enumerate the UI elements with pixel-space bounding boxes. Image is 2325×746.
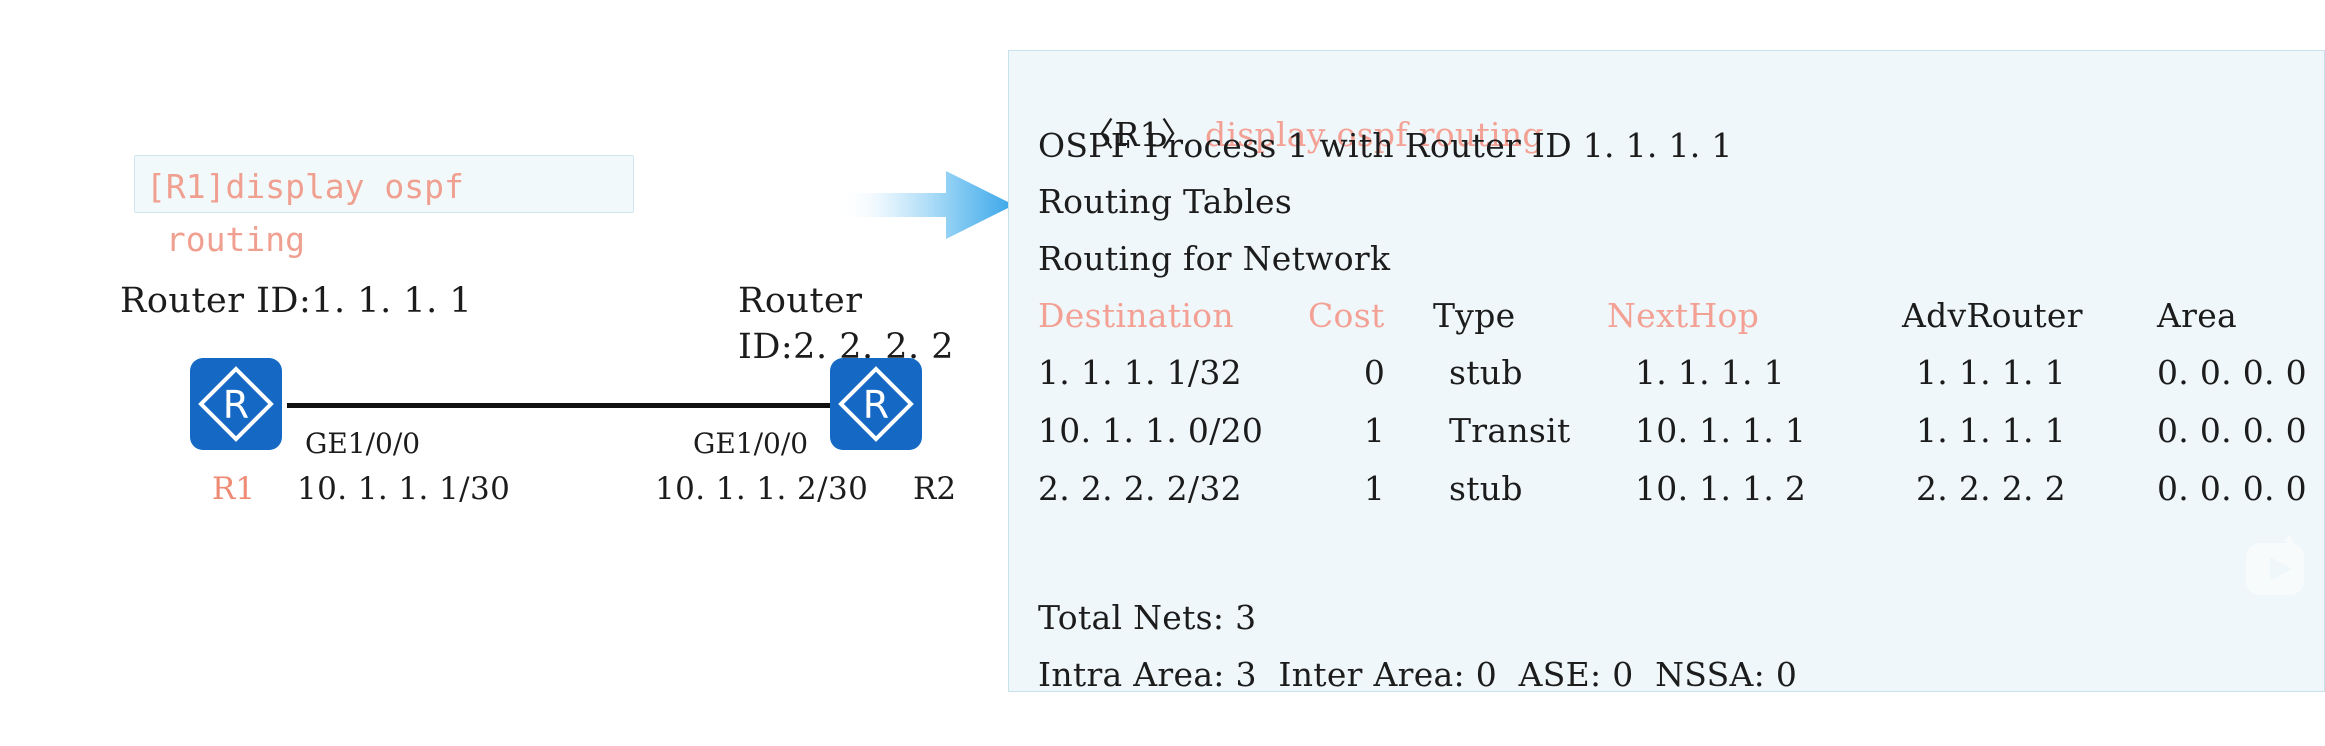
terminal-area-summary: Intra Area: 3 Inter Area: 0 ASE: 0 NSSA:… — [1038, 655, 1798, 692]
table-row: 10. 1. 1. 0/20 1 Transit 10. 1. 1. 1 1. … — [1038, 411, 2324, 469]
column-header-cost: Cost — [1308, 296, 1385, 335]
command-callout-box — [134, 155, 634, 213]
ip-address-label-r1: 10. 1. 1. 1/30 — [297, 471, 511, 507]
cell-area: 0. 0. 0. 0 — [2157, 411, 2307, 450]
node-name-r2: R2 — [913, 471, 957, 507]
column-header-destination: Destination — [1038, 296, 1234, 335]
cell-advrouter: 1. 1. 1. 1 — [1916, 353, 2066, 392]
router-icon-r1[interactable]: R — [190, 358, 282, 450]
terminal-line-routing-for-network: Routing for Network — [1038, 239, 1391, 278]
terminal-command: display ospf routing — [1205, 115, 1544, 154]
ip-address-label-r2: 10. 1. 1. 2/30 — [655, 471, 869, 507]
cell-nexthop: 1. 1. 1. 1 — [1635, 353, 1785, 392]
node-name-r1: R1 — [212, 471, 256, 507]
cell-destination: 10. 1. 1. 0/20 — [1038, 411, 1264, 450]
router-id-label-r2: Router ID:2. 2. 2. 2 — [738, 281, 955, 367]
cell-area: 0. 0. 0. 0 — [2157, 353, 2307, 392]
cell-destination: 2. 2. 2. 2/32 — [1038, 469, 1242, 508]
cell-cost: 1 — [1363, 469, 1386, 508]
cell-type: stub — [1449, 353, 1523, 392]
table-header-row: Destination Cost Type NextHop AdvRouter … — [1038, 296, 2324, 353]
terminal-command-line: 〈R1〉 display ospf routing — [1038, 69, 1544, 195]
flow-arrow-icon — [838, 171, 1014, 239]
column-header-nexthop: NextHop — [1607, 296, 1760, 335]
cell-destination: 1. 1. 1. 1/32 — [1038, 353, 1242, 392]
terminal-total-nets: Total Nets: 3 — [1038, 598, 1257, 637]
table-row: 1. 1. 1. 1/32 0 stub 1. 1. 1. 1 1. 1. 1.… — [1038, 353, 2324, 411]
column-header-type: Type — [1433, 296, 1516, 335]
terminal-prompt: 〈R1〉 — [1081, 115, 1195, 154]
cell-advrouter: 1. 1. 1. 1 — [1916, 411, 2066, 450]
svg-text:R: R — [863, 383, 889, 427]
cell-type: Transit — [1449, 411, 1571, 450]
terminal-line-routing-tables: Routing Tables — [1038, 182, 1293, 221]
interface-label-r1: GE1/0/0 — [305, 427, 421, 460]
watermark-logo-icon — [2246, 535, 2304, 595]
cell-nexthop: 10. 1. 1. 1 — [1635, 411, 1807, 450]
cell-advrouter: 2. 2. 2. 2 — [1916, 469, 2066, 508]
router-id-label-r1: Router ID:1. 1. 1. 1 — [120, 281, 473, 321]
column-header-advrouter: AdvRouter — [1902, 296, 2083, 335]
svg-text:R: R — [223, 383, 249, 427]
cell-cost: 0 — [1363, 353, 1386, 392]
cell-area: 0. 0. 0. 0 — [2157, 469, 2307, 508]
router-icon-r2[interactable]: R — [830, 358, 922, 450]
cell-cost: 1 — [1363, 411, 1386, 450]
terminal-output-panel: 〈R1〉 display ospf routing OSPF Process 1… — [1008, 50, 2325, 692]
terminal-line-process: OSPF Process 1 with Router ID 1. 1. 1. 1 — [1038, 126, 1733, 165]
table-row: 2. 2. 2. 2/32 1 stub 10. 1. 1. 2 2. 2. 2… — [1038, 469, 2324, 527]
command-callout-text: [R1]display ospf routing — [146, 167, 464, 259]
cell-nexthop: 10. 1. 1. 2 — [1635, 469, 1807, 508]
ethernet-link-line — [287, 403, 869, 408]
cell-type: stub — [1449, 469, 1523, 508]
ospf-routing-table: Destination Cost Type NextHop AdvRouter … — [1038, 296, 2324, 527]
interface-label-r2: GE1/0/0 — [693, 427, 809, 460]
column-header-area: Area — [2157, 296, 2238, 335]
network-topology-diagram: [R1]display ospf routing Router ID:1. 1.… — [0, 0, 1010, 746]
